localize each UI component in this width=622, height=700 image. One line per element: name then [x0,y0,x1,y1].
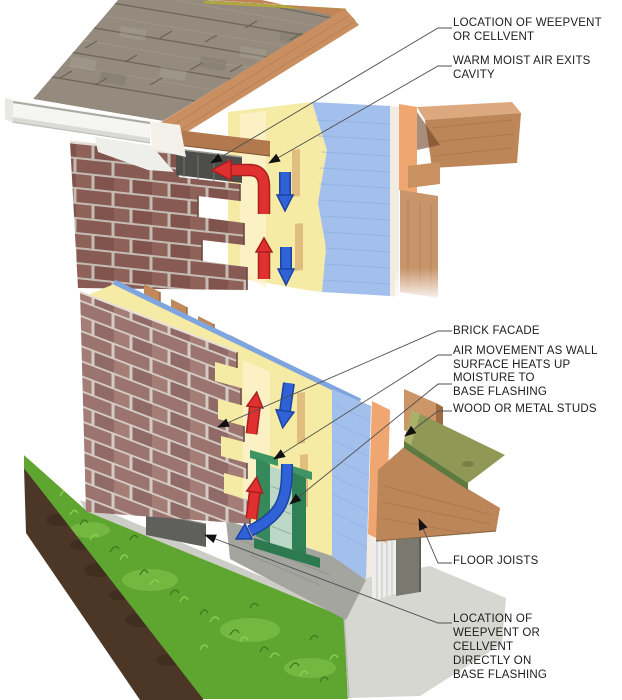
rake-board [160,9,359,139]
callout-warm-air-exit: WARM MOIST AIR EXITS CAVITY [453,55,591,81]
foundation [343,523,506,699]
top-section-eave-detail [5,0,521,302]
weepvent-base-flap [146,512,206,547]
roof-assembly [5,0,359,172]
cool-air-arrows-bottom [234,382,296,540]
warm-air-arrows-top [210,158,274,279]
leader-air-movement [273,354,452,460]
joist-cavity-shadow [396,523,420,596]
callout-floor-joists: FLOOR JOISTS [453,555,539,567]
leader-weepvent-top [210,27,452,164]
callout-moisture-base: MOISTURE TO BASE FLASHING [453,372,547,398]
leader-floor-joists [418,518,452,564]
house-wrap-top [312,102,399,297]
callout-air-movement: AIR MOVEMENT AS WALL SURFACE HEATS UP [453,345,598,371]
leader-weepvent-base [204,534,452,624]
wood-framing-top [395,102,521,302]
callout-brick-facade: BRICK FACADE [453,325,540,337]
leader-moisture-base [289,383,452,505]
cool-air-arrows-top [275,172,296,287]
leader-warm-air-exit [268,65,452,164]
house-wrap-edge-strip [112,279,362,404]
sheathing-edge-top [390,106,399,297]
concrete-pier [372,531,396,601]
gutter [5,98,151,144]
callout-weepvent-top: LOCATION OF WEEPVENT OR CELLVENT [453,17,602,43]
subfloor [404,410,505,483]
bottom-section-base-detail [24,279,506,700]
callout-studs: WOOD OR METAL STUDS [453,403,597,415]
leader-studs [404,410,452,437]
grass [24,455,348,699]
leader-lines [204,27,452,624]
rim-joist-beam [376,447,500,541]
callout-weepvent-base: LOCATION OF WEEPVENT OR CELLVENT DIRECTL… [453,613,547,681]
leader-brick-facade [217,330,452,428]
